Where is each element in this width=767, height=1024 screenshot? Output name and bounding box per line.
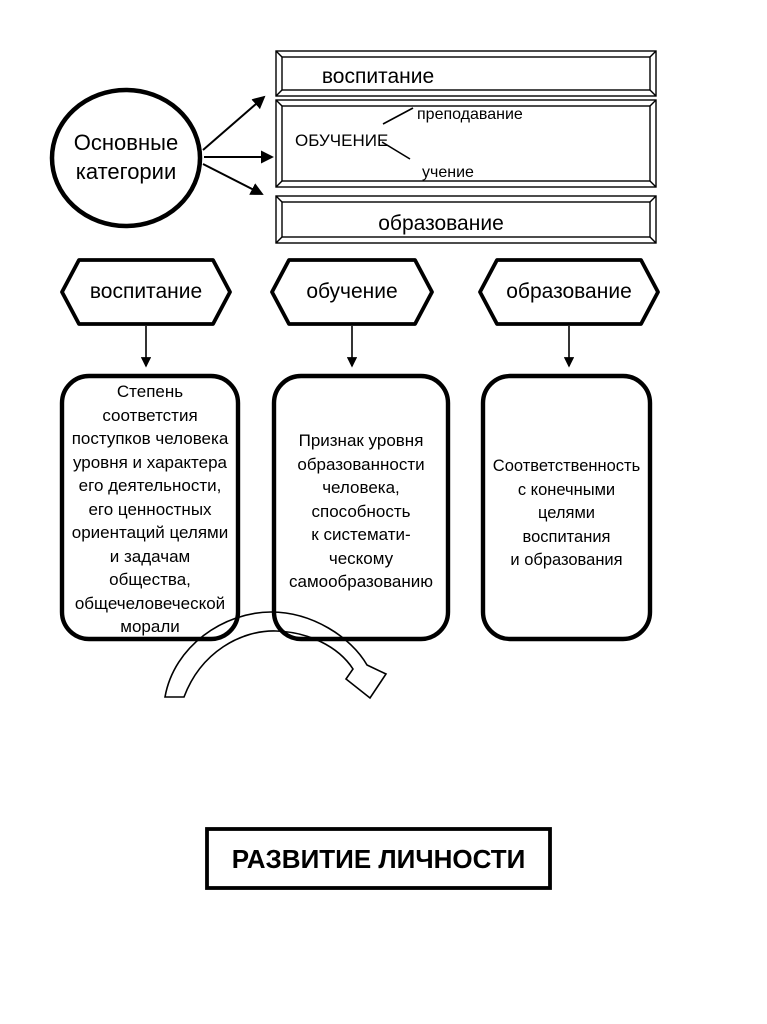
hexagon-down-arrows bbox=[140, 326, 575, 368]
branch-line-uchenie bbox=[381, 141, 411, 160]
branch-line-prepodavanie bbox=[382, 107, 414, 125]
hexagon-obuchenie-label: обучение bbox=[306, 280, 398, 303]
hexagon-vospitanie-label: воспитание bbox=[89, 280, 203, 303]
hexagon-obuchenie bbox=[270, 258, 434, 326]
category-box-obrazovanie-label: образование bbox=[378, 212, 504, 235]
category-box-obuchenie-label: ОБУЧЕНИЕ bbox=[295, 131, 389, 150]
description-box-2 bbox=[271, 373, 451, 642]
description-boxes bbox=[59, 373, 653, 642]
description-1-text: Степень соответстия поступков человека у… bbox=[71, 382, 229, 636]
category-box-obrazovanie bbox=[275, 195, 657, 244]
main-circle-label: Основные категории bbox=[73, 130, 179, 184]
description-3-text: Соответственность с конечными целями вос… bbox=[492, 457, 641, 569]
category-box-vospitanie bbox=[275, 50, 657, 97]
description-2-text: Признак уровня образованности человека, … bbox=[289, 431, 433, 591]
category-box-vospitanie-label: воспитание bbox=[321, 65, 435, 88]
hexagon-obrazovanie-label: образование bbox=[506, 280, 632, 303]
curved-arrow bbox=[164, 611, 388, 700]
branch-label-uchenie: учение bbox=[422, 164, 474, 181]
result-box-label: РАЗВИТИЕ ЛИЧНОСТИ bbox=[231, 844, 526, 874]
hexagon-obrazovanie bbox=[478, 258, 660, 326]
arrow-to-vospitanie bbox=[202, 95, 266, 151]
arrow-to-obrazovanie bbox=[202, 163, 264, 195]
hexagon-row bbox=[60, 258, 660, 326]
main-circle bbox=[49, 87, 203, 229]
category-box-obuchenie bbox=[275, 99, 657, 188]
hexagon-vospitanie bbox=[60, 258, 232, 326]
obuchenie-branch-lines bbox=[381, 107, 414, 160]
description-box-1 bbox=[59, 373, 241, 642]
description-box-3 bbox=[480, 373, 653, 642]
result-box-rect bbox=[205, 827, 552, 890]
branch-label-prepodavanie: преподавание bbox=[417, 106, 523, 123]
circle-arrows bbox=[202, 95, 274, 195]
